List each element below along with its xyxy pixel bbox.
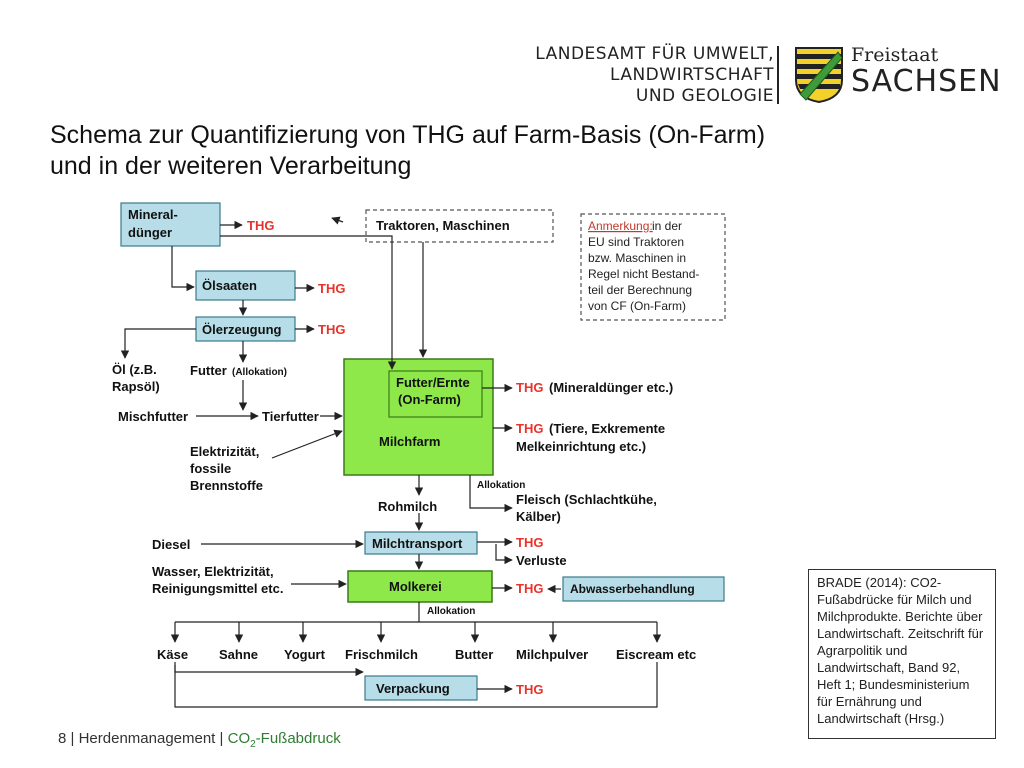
packaging-box — [364, 675, 478, 701]
reference-box: BRADE (2014): CO2-Fußabdrücke für Milch … — [808, 569, 996, 739]
lfulg-line3: UND GEOLOGIE — [635, 86, 774, 106]
meat-label-2: Kälber) — [516, 509, 561, 524]
milk-transport-label: Milchtransport — [372, 536, 463, 551]
allocation-label: Allokation — [427, 606, 475, 617]
oil-label-1: Öl (z.B. — [112, 362, 157, 377]
thg-label: THG — [516, 380, 543, 395]
thg-label: THG — [247, 218, 274, 233]
footer-topic-suffix: -Fußabdruck — [255, 730, 341, 747]
note-line-3: bzw. Maschinen in — [588, 251, 686, 265]
mineral-label-2: dünger — [128, 225, 172, 240]
product-cheese: Käse — [157, 647, 188, 662]
note-line-5: teil der Berechnung — [588, 283, 692, 297]
state-name-line2: SACHSEN — [851, 64, 1002, 99]
oil-label-2: Rapsöl) — [112, 379, 160, 394]
water-label-2: Reinigungsmittel etc. — [152, 581, 283, 596]
lfulg-line2: LANDWIRTSCHAFT — [609, 65, 774, 85]
feed-harvest-label-1: Futter/Ernte — [396, 375, 470, 390]
product-yogurt: Yogurt — [284, 647, 326, 662]
raw-milk-label: Rohmilch — [378, 499, 437, 514]
wastewater-label: Abwasserbehandlung — [570, 582, 695, 596]
thg-label: THG — [516, 581, 543, 596]
lfulg-line1: LANDESAMT FÜR UMWELT, — [535, 44, 774, 64]
wastewater-box — [562, 576, 725, 602]
note-heading: Anmerkung: — [588, 219, 653, 233]
footer-separator: | — [219, 730, 224, 747]
dairy-plant-box — [347, 570, 493, 603]
packaging-label: Verpackung — [376, 681, 450, 696]
feed-harvest-label-2: (On-Farm) — [398, 392, 461, 407]
footer-topic: CO2-Fußabdruck — [227, 730, 341, 750]
footer-topic-subscript: 2 — [250, 739, 256, 750]
saxony-coat-of-arms-logo — [795, 47, 843, 104]
compound-feed-label: Mischfutter — [118, 409, 188, 424]
dairy-plant-label: Molkerei — [389, 579, 442, 594]
note-box — [580, 213, 726, 321]
note-line-6: von CF (On-Farm) — [588, 299, 686, 313]
oilseeds-box — [195, 270, 296, 301]
thg-animals-note-1: (Tiere, Exkremente — [549, 421, 665, 436]
meat-label-1: Fleisch (Schlachtkühe, — [516, 492, 657, 507]
tractors-label: Traktoren, Maschinen — [376, 218, 510, 233]
thg-label: THG — [516, 535, 543, 550]
footer-separator: | — [70, 730, 75, 747]
product-cream: Sahne — [219, 647, 258, 662]
dairy-farm-label: Milchfarm — [379, 434, 440, 449]
product-milk-powder: Milchpulver — [516, 647, 588, 662]
electricity-label-1: Elektrizität, — [190, 444, 259, 459]
milk-transport-box — [364, 531, 478, 555]
mineral-label-1: Mineral- — [128, 207, 178, 222]
electricity-label-2: fossile — [190, 461, 231, 476]
oilseeds-label: Ölsaaten — [202, 278, 257, 293]
product-fresh-milk: Frischmilch — [345, 647, 418, 662]
losses-label: Verluste — [516, 553, 567, 568]
feed-label: Futter — [190, 363, 227, 378]
water-label-1: Wasser, Elektrizität, — [152, 564, 274, 579]
thg-label: THG — [516, 421, 543, 436]
footer: 8 | Herdenmanagement | CO2-Fußabdruck — [58, 730, 341, 750]
footer-topic-prefix: CO — [227, 730, 251, 747]
oil-production-label: Ölerzeugung — [202, 322, 282, 337]
product-ice-cream: Eiscream etc — [616, 647, 696, 662]
diesel-label: Diesel — [152, 537, 190, 552]
slide-title: Schema zur Quantifizierung von THG auf F… — [50, 121, 766, 180]
feed-allocation-label: (Allokation) — [232, 367, 287, 378]
thg-animals-note-2: Melkeinrichtung etc.) — [516, 439, 646, 454]
thg-label: THG — [516, 682, 543, 697]
note-line-2: EU sind Traktoren — [588, 235, 684, 249]
feed-harvest-box — [388, 370, 483, 418]
footer-section: Herdenmanagement — [78, 730, 216, 747]
electricity-label-3: Brennstoffe — [190, 478, 263, 493]
thg-label: THG — [318, 322, 345, 337]
mineral-fertilizer-box — [120, 202, 221, 247]
animal-feed-label: Tierfutter — [262, 409, 319, 424]
allocation-label: Allokation — [477, 480, 525, 491]
state-name-line1: Freistaat — [851, 44, 939, 66]
header-divider — [777, 46, 779, 104]
note-line-4: Regel nicht Bestand- — [588, 267, 699, 281]
note-line-1: in der — [652, 219, 682, 233]
page-number: 8 — [58, 730, 67, 747]
thg-label: THG — [318, 281, 345, 296]
lfulg-wordmark: LANDESAMT FÜR UMWELT, LANDWIRTSCHAFT UND… — [535, 44, 774, 107]
product-butter: Butter — [455, 647, 493, 662]
tractors-box — [365, 209, 554, 243]
thg-mineral-note: (Mineraldünger etc.) — [549, 380, 673, 395]
